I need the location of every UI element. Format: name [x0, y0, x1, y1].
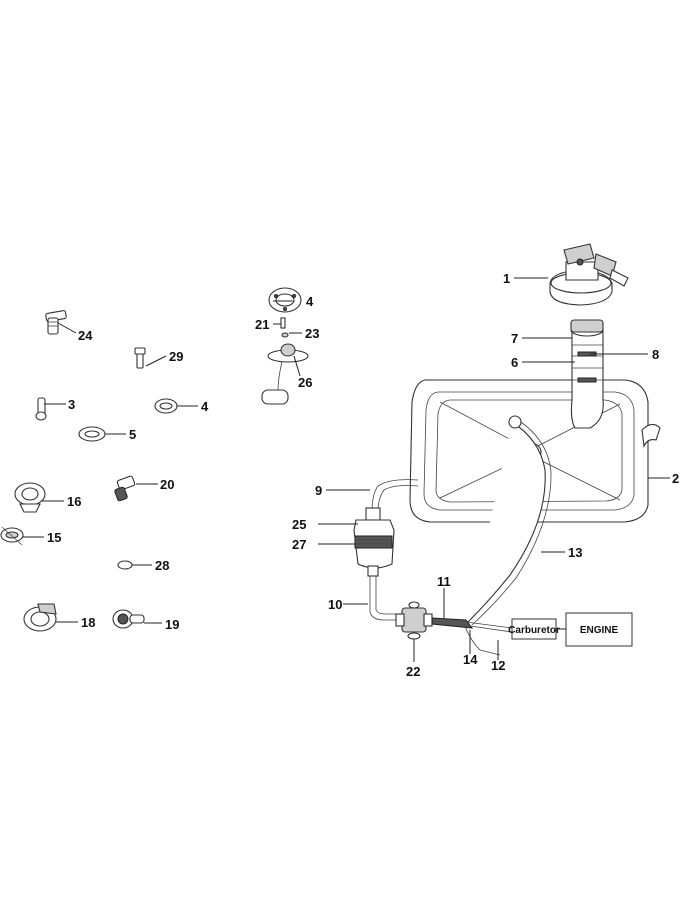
label-22: 22: [406, 664, 420, 679]
leader-lines: [22, 277, 670, 662]
fuel-cap: [549, 243, 629, 306]
label-15: 15: [47, 530, 61, 545]
bolt-29: [134, 347, 146, 369]
fuel-line-tank: [371, 479, 419, 513]
label-27: 27: [292, 537, 306, 552]
sending-unit: [261, 287, 309, 405]
label-25: 25: [292, 517, 306, 532]
engine-label: ENGINE: [580, 625, 619, 636]
label-24: 24: [78, 328, 93, 343]
label-1: 1: [503, 271, 510, 286]
label-10: 10: [328, 597, 342, 612]
label-6: 6: [511, 355, 518, 370]
label-20: 20: [160, 477, 174, 492]
label-19: 19: [165, 617, 179, 632]
label-13: 13: [568, 545, 582, 560]
carburetor-box: Carburetor: [508, 618, 560, 640]
label-4a: 4: [306, 294, 314, 309]
label-9: 9: [315, 483, 322, 498]
label-4b: 4: [201, 399, 209, 414]
filler-neck: [570, 319, 604, 429]
washer-4: [154, 398, 178, 414]
label-11: 11: [437, 574, 451, 589]
callout-labels: 1 2 3 4 4 5 6 7 8 9 10 11 12 13 14 15 16…: [47, 271, 679, 679]
label-8: 8: [652, 347, 659, 362]
label-12: 12: [491, 658, 505, 673]
clip-16: [14, 482, 46, 513]
fuel-pump: [395, 601, 433, 640]
label-16: 16: [67, 494, 81, 509]
label-18: 18: [81, 615, 95, 630]
label-29: 29: [169, 349, 183, 364]
banjo-bolt-20: [114, 475, 136, 502]
label-23: 23: [305, 326, 319, 341]
label-5: 5: [129, 427, 136, 442]
o-ring-28: [117, 560, 133, 570]
label-2: 2: [672, 471, 679, 486]
fuel-line-filter: [369, 576, 404, 621]
label-7: 7: [511, 331, 518, 346]
spring-clamp-15: [0, 526, 24, 546]
vent-hose: [467, 415, 552, 626]
label-14: 14: [463, 652, 478, 667]
washer-5: [78, 426, 106, 442]
carburetor-label: Carburetor: [508, 625, 560, 636]
label-3: 3: [68, 397, 75, 412]
label-26: 26: [298, 375, 312, 390]
grommet-19: [112, 609, 145, 629]
fuel-filter: [353, 507, 395, 577]
fuel-line-carb: [431, 617, 513, 656]
bolt-24: [45, 310, 67, 335]
label-21: 21: [255, 317, 269, 332]
engine-box: ENGINE: [565, 612, 633, 647]
screw-3: [35, 397, 47, 421]
label-28: 28: [155, 558, 169, 573]
clamp-18: [23, 603, 57, 632]
